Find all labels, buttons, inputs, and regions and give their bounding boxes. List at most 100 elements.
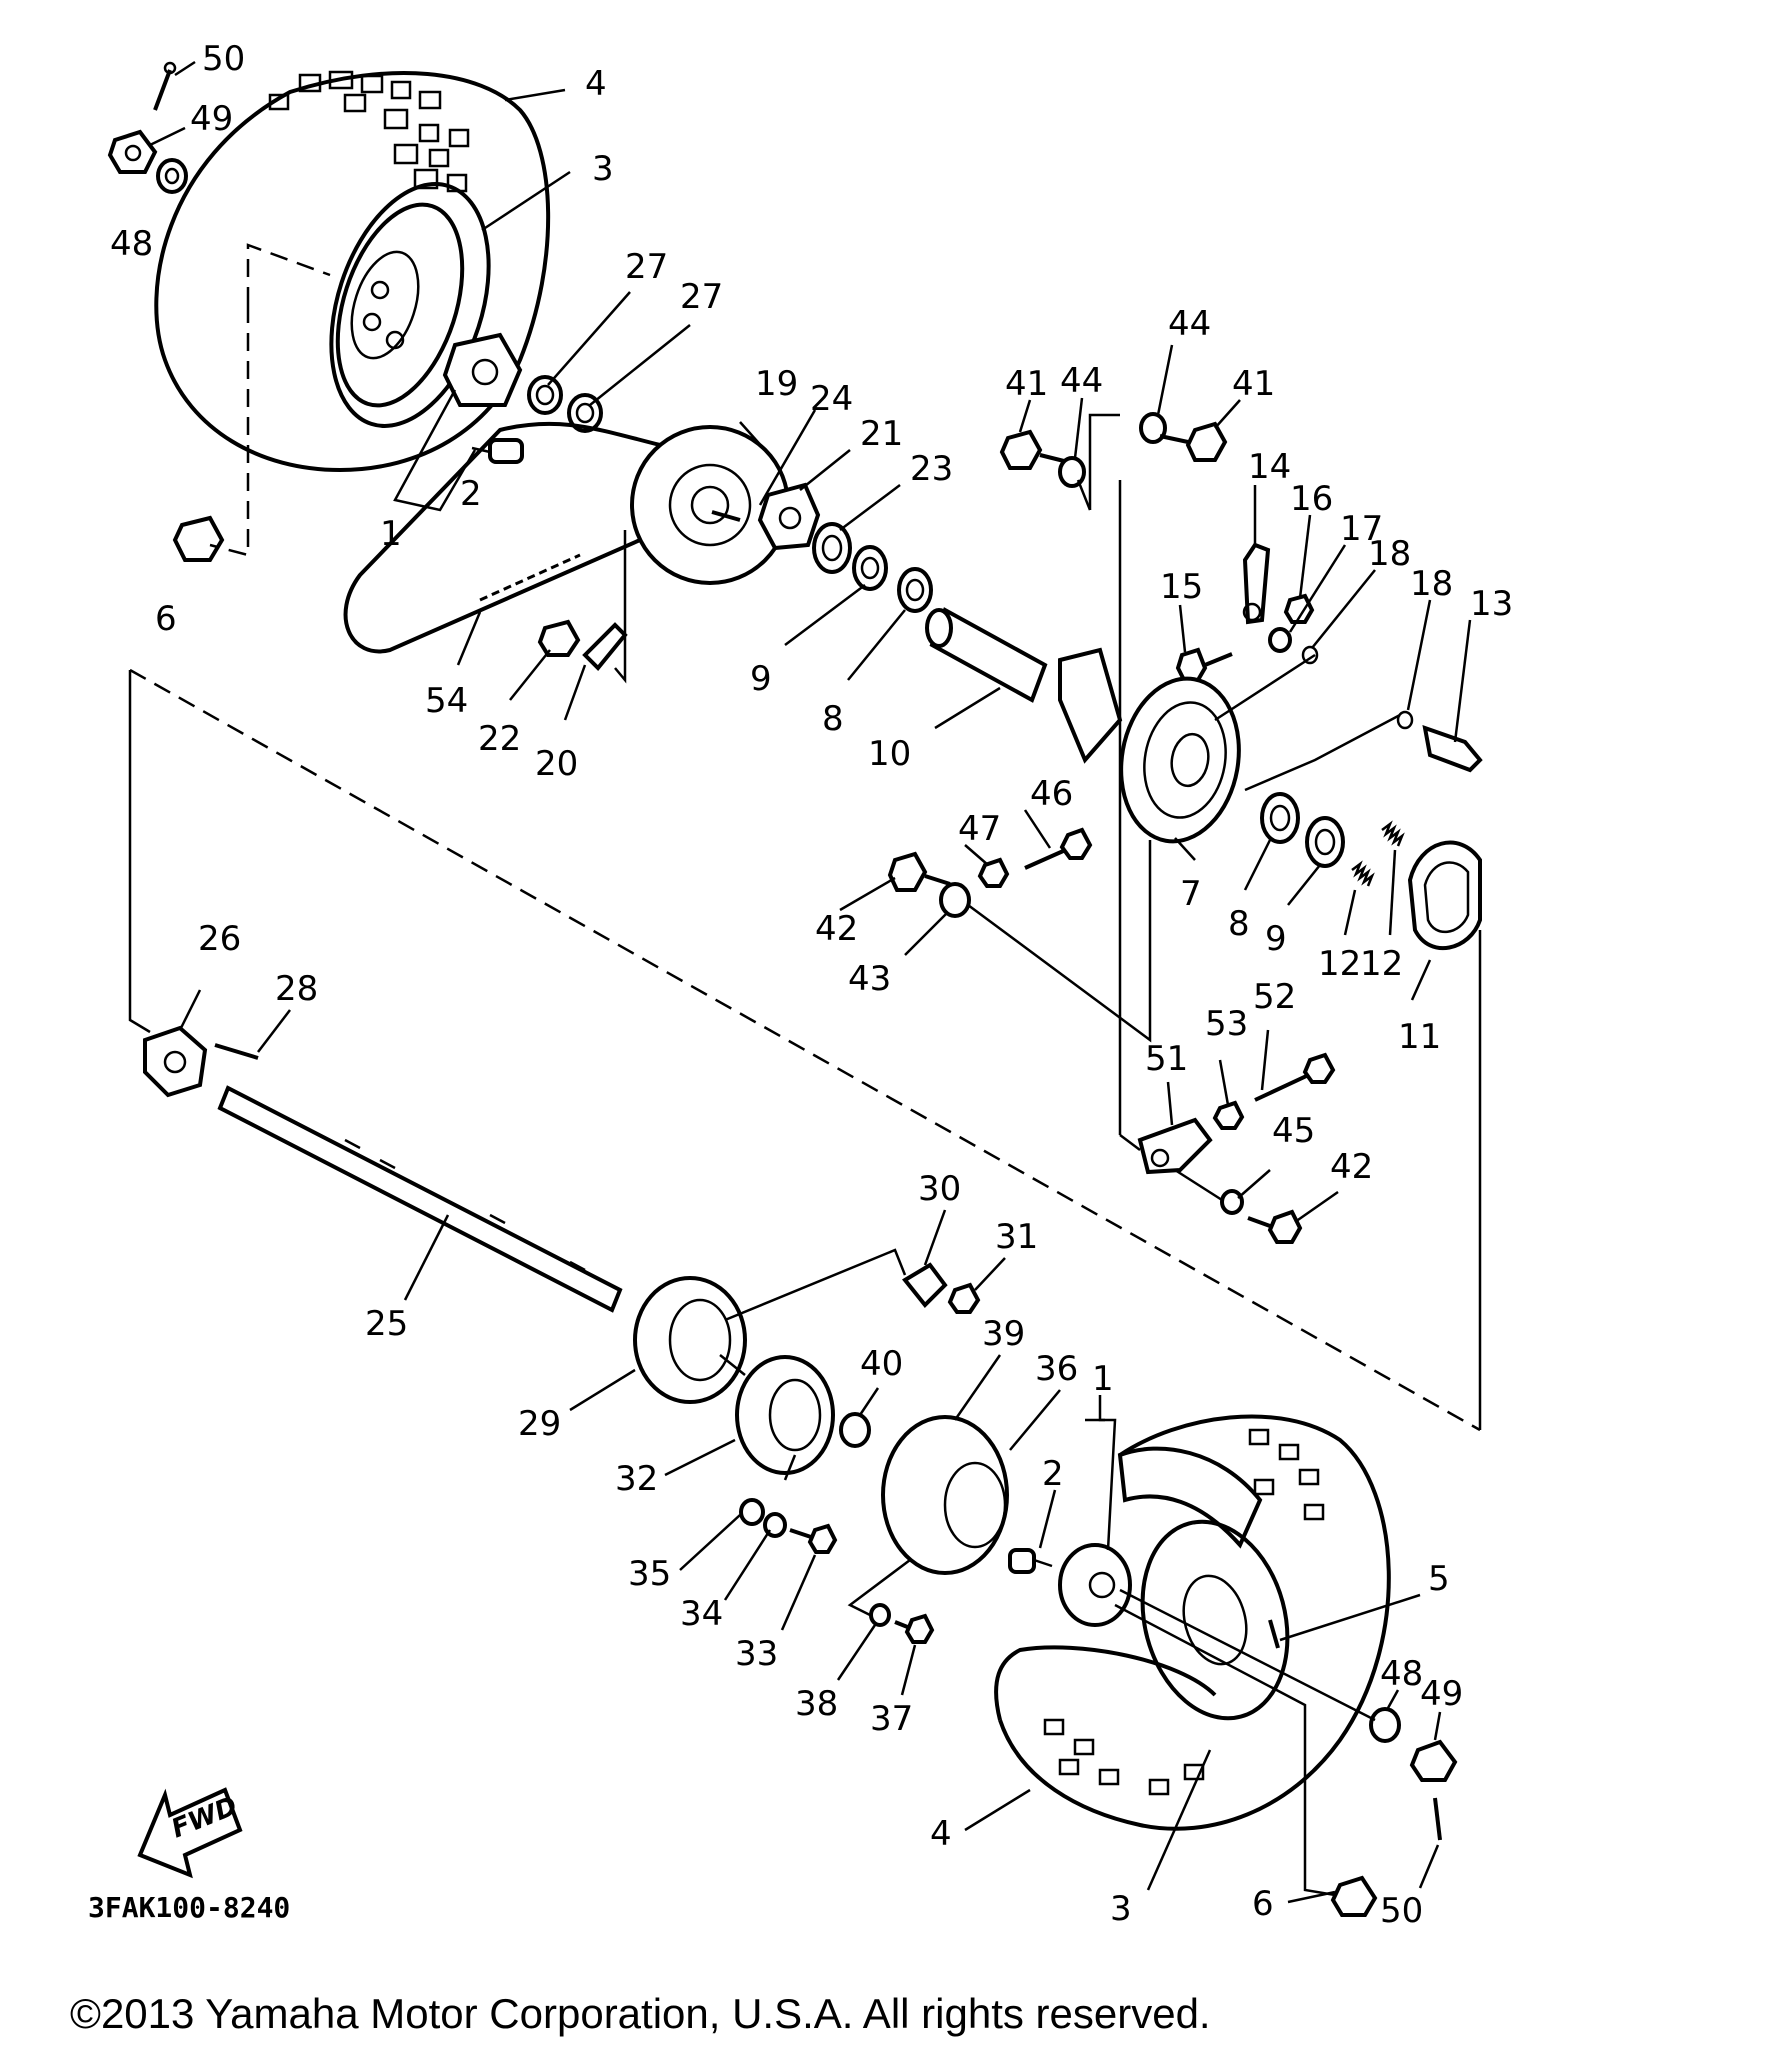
part-label: 42 [815,909,858,949]
bolt-46 [1024,827,1093,870]
part-label: 36 [1035,1349,1078,1389]
part-label: 37 [870,1699,913,1739]
nut-49-lower [1409,1739,1458,1782]
part-label: 2 [1042,1454,1064,1494]
part-label: 3 [592,149,614,189]
nut-16 [1283,593,1315,624]
part-label: 48 [1380,1654,1423,1694]
part-label: 11 [1398,1017,1441,1057]
bolt-33 [789,1523,838,1554]
pin-50-upper [153,61,177,111]
part-label: 44 [1060,361,1103,401]
spring-12a [1351,860,1375,887]
hub-1-lower [1058,1543,1132,1627]
part-label: 4 [930,1814,952,1854]
part-label: 6 [1252,1884,1274,1924]
bolt-37 [894,1613,935,1644]
part-label: 53 [1205,1004,1248,1044]
part-label: 12 [1318,944,1361,984]
bearing-8-lower [1260,792,1300,844]
washer-48-upper [156,158,188,194]
hub-21 [757,482,821,551]
part-label: 21 [860,414,903,454]
part-label: 1 [1092,1359,1114,1399]
washer-38 [869,1603,891,1627]
part-label: 16 [1290,479,1333,519]
part-label: 8 [822,699,844,739]
bolt-42b [1247,1209,1303,1244]
drum-36 [881,1415,1009,1575]
part-label: 45 [1272,1111,1315,1151]
axle-25 [217,1085,623,1313]
part-label: 54 [425,681,468,721]
part-label: 38 [795,1684,838,1724]
part-label: 1 [380,514,402,554]
bolt-41b [1159,421,1228,462]
part-label: 35 [628,1554,671,1594]
part-label: 47 [958,809,1001,849]
washer-40 [839,1412,871,1448]
part-label: 42 [1330,1147,1373,1187]
washer-48-lower [1369,1707,1401,1743]
part-label: 26 [198,919,241,959]
part-label: 27 [625,247,668,287]
part-label: 44 [1168,304,1211,344]
valve-5 [1268,1619,1280,1649]
brake-plate-7 [1058,647,1241,844]
part-label: 10 [868,734,911,774]
stud-28 [214,1043,259,1060]
part-label: 13 [1470,584,1513,624]
part-label: 46 [1030,774,1073,814]
part-label: 49 [1420,1674,1463,1714]
bolt-15 [1175,647,1233,682]
diagram-code: 3FAK100-8240 [88,1891,290,1924]
copyright-notice: ©2013 Yamaha Motor Corporation, U.S.A. A… [70,1990,1211,2037]
tire-lower-right [994,1414,1391,1831]
plate-20 [582,622,628,671]
nut-53 [1212,1100,1245,1130]
part-label: 20 [535,744,578,784]
part-label: 34 [680,1594,723,1634]
plate-30 [902,1262,948,1308]
part-label: 48 [110,224,153,264]
nut-49-upper [107,129,158,174]
part-label: 52 [1253,977,1296,1017]
part-label: 41 [1005,364,1048,404]
bolt-52 [1254,1052,1336,1102]
part-label: 32 [615,1459,658,1499]
nut-6-upper [172,515,225,562]
part-label: 28 [275,969,318,1009]
seal-9-lower [1305,816,1345,868]
part-label: 50 [202,39,245,79]
part-label: 19 [755,364,798,404]
part-label: 23 [910,449,953,489]
lever-14 [1242,542,1271,625]
hub-32 [735,1355,835,1475]
part-label: 8 [1228,904,1250,944]
tire-upper-left [154,70,551,473]
part-label: 22 [478,719,521,759]
part-label: 17 [1340,509,1383,549]
part-label: 7 [1180,874,1202,914]
part-label: 4 [585,64,607,104]
oring-18b [1396,710,1414,730]
washer-44a [1058,456,1086,488]
spacer-10 [925,607,1048,703]
part-label: 5 [1428,1559,1450,1599]
part-label: 49 [190,99,233,139]
bearing-8-upper [897,567,933,613]
bolt-41a [999,429,1069,470]
part-label: 2 [460,474,482,514]
rim-upper-left [329,182,491,428]
hub-1-upper [442,332,523,407]
hub-26 [143,1025,208,1098]
part-label: 51 [1145,1039,1188,1079]
part-label: 30 [918,1169,961,1209]
camshaft-13 [1422,724,1483,773]
part-label: 43 [848,959,891,999]
part-label: 24 [810,379,853,419]
bolt-42a [887,851,951,892]
part-label: 31 [995,1217,1038,1257]
part-label: 3 [1110,1889,1132,1929]
